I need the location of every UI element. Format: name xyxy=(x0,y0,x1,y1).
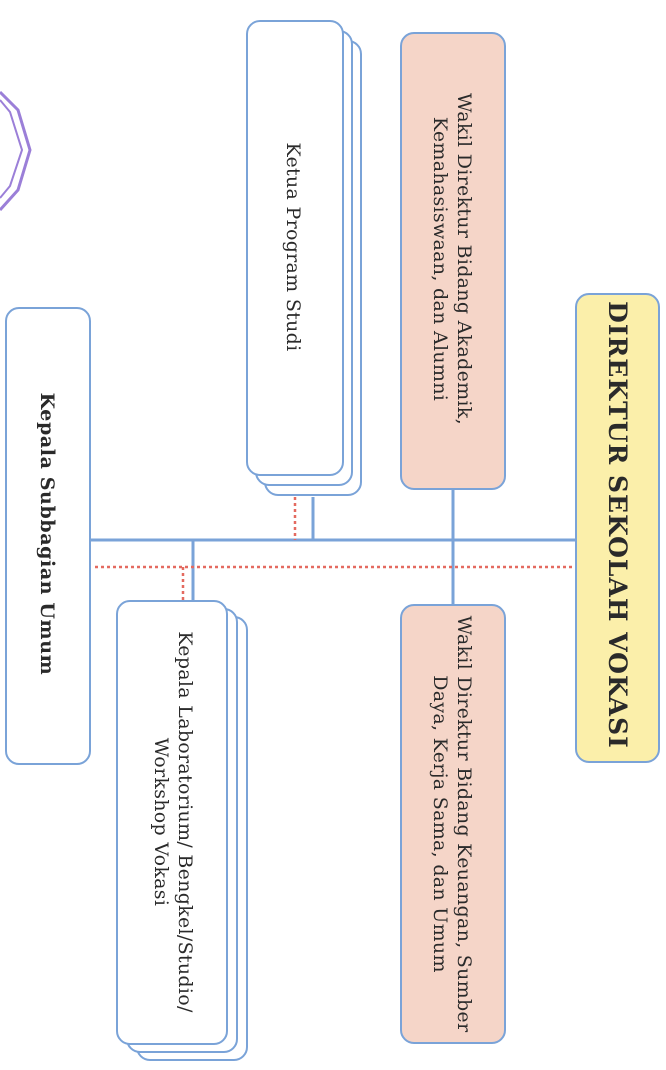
lab-head-box: Kepala Laboratorium/ Bengkel/Studio/ Wor… xyxy=(116,600,228,1045)
deputy-finance-title: Wakil Direktur Bidang Keuangan, Sumber D… xyxy=(429,615,475,1033)
director-box: DIREKTUR SEKOLAH VOKASI xyxy=(575,293,660,763)
logo-fragment xyxy=(0,90,32,212)
admin-head-title: Kepala Subbagian Umum xyxy=(36,392,58,676)
program-head-title: Ketua Program Studi xyxy=(282,142,304,352)
deputy-finance-box: Wakil Direktur Bidang Keuangan, Sumber D… xyxy=(400,604,506,1044)
lab-head-title: Kepala Laboratorium/ Bengkel/Studio/ Wor… xyxy=(150,631,196,1013)
deputy-academic-title: Wakil Direktur Bidang Akademik, Kemahasi… xyxy=(429,93,475,425)
program-head-box: Ketua Program Studi xyxy=(246,20,344,476)
director-title: DIREKTUR SEKOLAH VOKASI xyxy=(603,301,632,749)
admin-head-box: Kepala Subbagian Umum xyxy=(5,307,91,765)
deputy-academic-box: Wakil Direktur Bidang Akademik, Kemahasi… xyxy=(400,32,506,490)
